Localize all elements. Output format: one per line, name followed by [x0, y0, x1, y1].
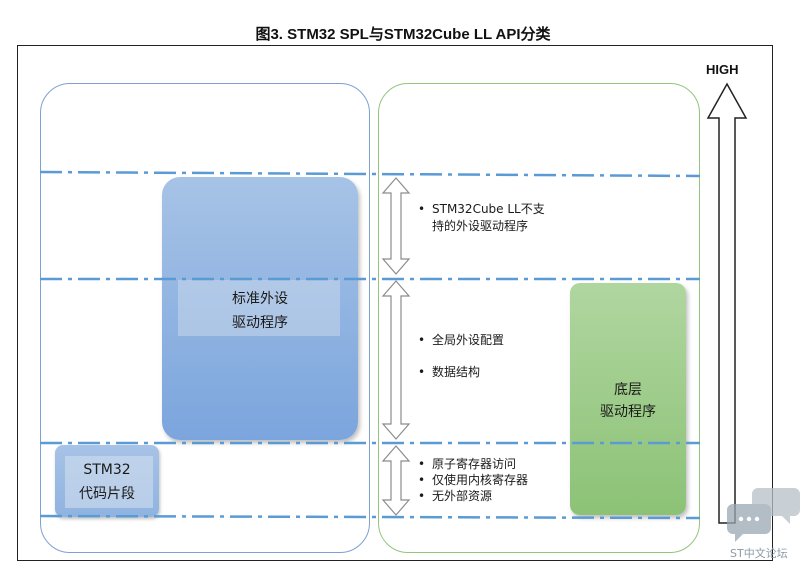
- forum-watermark: ST中文论坛: [730, 547, 788, 560]
- range-arrow-top: [381, 177, 411, 275]
- stm32-snippets-label-bg: [65, 456, 153, 508]
- note-unsupported-line1: •STM32Cube LL不支: [418, 202, 545, 216]
- low-layer-driver-label-line1: 底层: [614, 382, 642, 398]
- note-no-external: •无外部资源: [418, 489, 493, 503]
- note-global-config: •全局外设配置: [418, 333, 505, 347]
- level-line-4: [39, 514, 701, 520]
- note-atomic-register: •原子寄存器访问: [418, 457, 517, 471]
- low-layer-driver-block: [570, 283, 686, 515]
- note-data-structure: •数据结构: [418, 365, 481, 379]
- forum-chat-icon: [727, 488, 800, 542]
- standard-driver-label-line1: 标准外设: [232, 291, 288, 307]
- stm32-snippets-label-line1: STM32: [83, 462, 131, 478]
- note-unsupported-line2: 持的外设驱动程序: [432, 219, 529, 233]
- range-arrow-bottom: [381, 445, 411, 516]
- low-layer-driver-label-line2: 驱动程序: [600, 404, 656, 420]
- standard-driver-label-bg: [178, 280, 340, 336]
- spl-panel: [40, 83, 370, 553]
- standard-driver-label-line2: 驱动程序: [232, 315, 288, 331]
- high-label: HIGH: [706, 62, 739, 77]
- ll-panel: [378, 83, 700, 553]
- note-core-register: •仅使用内核寄存器: [418, 473, 529, 487]
- figure-title: 图3. STM32 SPL与STM32Cube LL API分类: [255, 26, 551, 43]
- level-line-1: [39, 170, 701, 178]
- high-up-arrow: [706, 82, 748, 524]
- stm32-snippets-label-line2: 代码片段: [79, 486, 135, 502]
- range-arrow-middle: [381, 280, 411, 440]
- figure-frame: [17, 45, 773, 561]
